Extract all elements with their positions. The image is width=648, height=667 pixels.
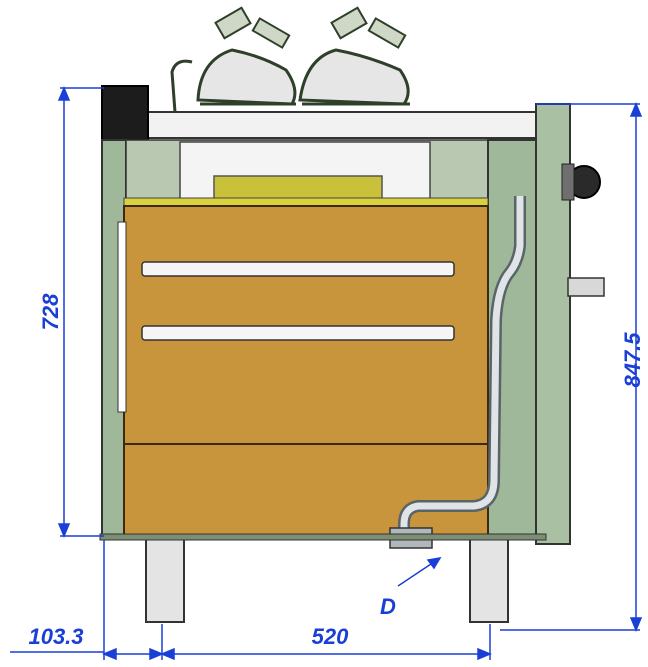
dimension-height-right: 847.5 <box>620 332 645 388</box>
dimension-lines <box>10 86 643 661</box>
burner-valve-icon <box>214 6 407 49</box>
door-glass-edge <box>117 221 127 413</box>
side-bracket <box>567 277 605 297</box>
dimension-width-bottom: 520 <box>312 624 349 649</box>
drain-label: D <box>380 594 396 619</box>
gas-pipe-highlight <box>400 196 524 540</box>
dimension-offset-bottom: 103.3 <box>28 624 83 649</box>
control-knob-icon <box>561 163 601 201</box>
rear-upstand <box>101 85 149 141</box>
leg-right <box>469 535 509 623</box>
dimension-height-left: 728 <box>38 293 63 330</box>
door-handle-upper <box>141 261 455 277</box>
leg-left <box>145 535 185 623</box>
worktop-plate <box>147 111 539 139</box>
yellow-rail <box>123 197 489 207</box>
base-rail <box>99 533 547 541</box>
burner-valve-icon <box>170 48 410 113</box>
door-handle-lower <box>141 325 455 341</box>
oven-door <box>123 205 489 537</box>
